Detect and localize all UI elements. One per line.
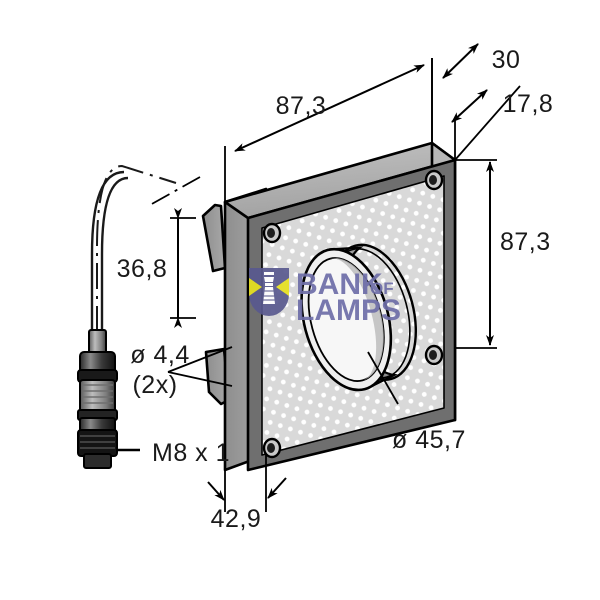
dimension-base-42-9: 42,9 (211, 505, 262, 533)
dimension-depth-30: 30 (492, 46, 521, 74)
watermark-suffix: OF (370, 279, 394, 298)
mounting-bracket-upper (201, 203, 227, 273)
m8-connector-plug (77, 329, 118, 469)
lighthouse-logo-icon (249, 268, 289, 316)
central-aperture-barrel (300, 243, 418, 392)
dimension-height-87-3: 87,3 (500, 228, 551, 256)
dimension-hole-quantity: (2x) (132, 371, 177, 399)
cable-outline (90, 170, 125, 332)
cable-outline-2 (100, 176, 129, 332)
dimension-depth-17-8: 17,8 (503, 90, 554, 118)
dimension-aperture-dia-45-7: ø 45,7 (392, 426, 466, 454)
cable-centerline (96, 164, 177, 332)
dimension-hole-dia-4-4: ø 4,4 (130, 341, 189, 369)
label-connector-thread: M8 x 1 (152, 439, 230, 467)
dimension-labels: 87,3 30 17,8 87,3 36,8 ø 4,4 (2x) M8 x 1… (117, 46, 554, 533)
corner-screws (262, 169, 444, 459)
dimension-width-87-3: 87,3 (276, 92, 327, 120)
watermark-line-2: LAMPS (296, 294, 401, 327)
watermark: BANK LAMPS OF (249, 268, 401, 327)
dimension-bracket-36-8: 36,8 (117, 255, 168, 283)
connector-cable-assembly (77, 164, 177, 469)
dimension-lines (118, 43, 521, 512)
watermark-line-1: BANK (296, 268, 383, 301)
illuminator-body (201, 141, 457, 472)
